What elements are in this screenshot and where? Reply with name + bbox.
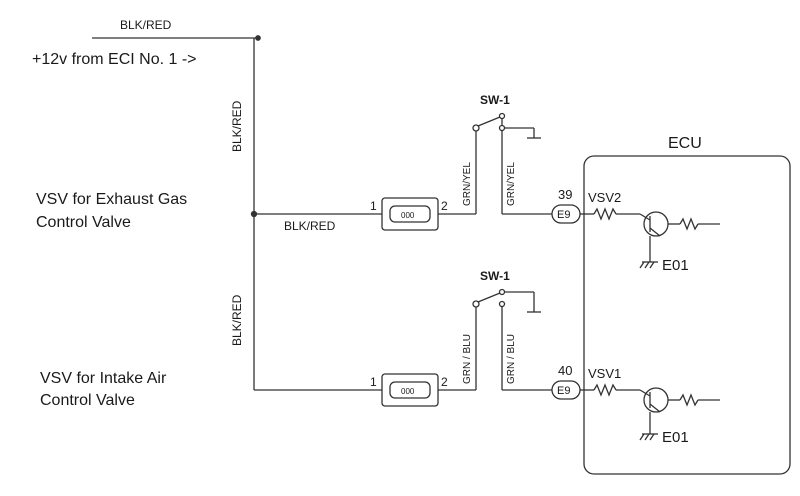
wire-grn-blu-b: GRN / BLU [506,334,517,384]
wire-grn-yel-b: GRN/YEL [506,162,517,206]
vsv-intake-subtitle: Control Valve [40,392,135,409]
vsv2-label: VSV2 [588,190,621,205]
upper-sw-blade [477,116,501,127]
wire-grn-yel-a: GRN/YEL [462,162,473,206]
conn-lower-label: E9 [557,385,570,397]
upper-base-resistor [679,217,699,231]
vsv-exhaust-subtitle: Control Valve [36,214,131,231]
upper-vsv-coil-inner [389,205,431,223]
conn-upper-label: E9 [557,209,570,221]
gnd-lower-label: E01 [662,429,689,446]
supply-label: +12v from ECI No. 1 -> [32,51,197,68]
gnd-upper-label: E01 [662,257,689,274]
vsv-exhaust-title: VSV for Exhaust Gas [36,191,187,208]
upper-coil-pin2: 2 [441,199,448,213]
vert-lower-label: BLK/RED [230,294,244,346]
lower-sw-pivot [472,300,480,308]
lower-vsv-coil-inner [389,381,431,399]
lower-sw-blade [477,292,501,303]
vsv1-label: VSV1 [588,366,621,381]
mid-wire-label: BLK/RED [284,219,336,233]
pin-upper: 39 [558,187,572,202]
upper-coil-pin1: 1 [370,199,377,213]
lower-coil-pin1: 1 [370,375,377,389]
upper-coil-symbol: 000 [401,211,415,220]
pin-lower: 40 [558,363,572,378]
supply-junction [255,35,261,41]
ecu-label: ECU [668,135,702,152]
vert-upper-label: BLK/RED [230,100,244,152]
upper-sw-contact-a [498,112,506,120]
lower-resistor [593,383,617,397]
lower-base-resistor [679,393,699,407]
lower-coil-pin2: 2 [441,375,448,389]
sw-lower-label: SW-1 [480,269,510,283]
top-wire-label: BLK/RED [120,18,172,32]
wire-grn-blu-a: GRN / BLU [462,334,473,384]
ecu-box [583,155,791,475]
lower-coil-symbol: 000 [401,387,415,396]
sw-upper-label: SW-1 [480,93,510,107]
upper-resistor [593,207,617,221]
upper-sw-pivot [472,124,480,132]
upper-sw-contact-b [498,124,506,132]
vsv-intake-title: VSV for Intake Air [40,370,167,387]
